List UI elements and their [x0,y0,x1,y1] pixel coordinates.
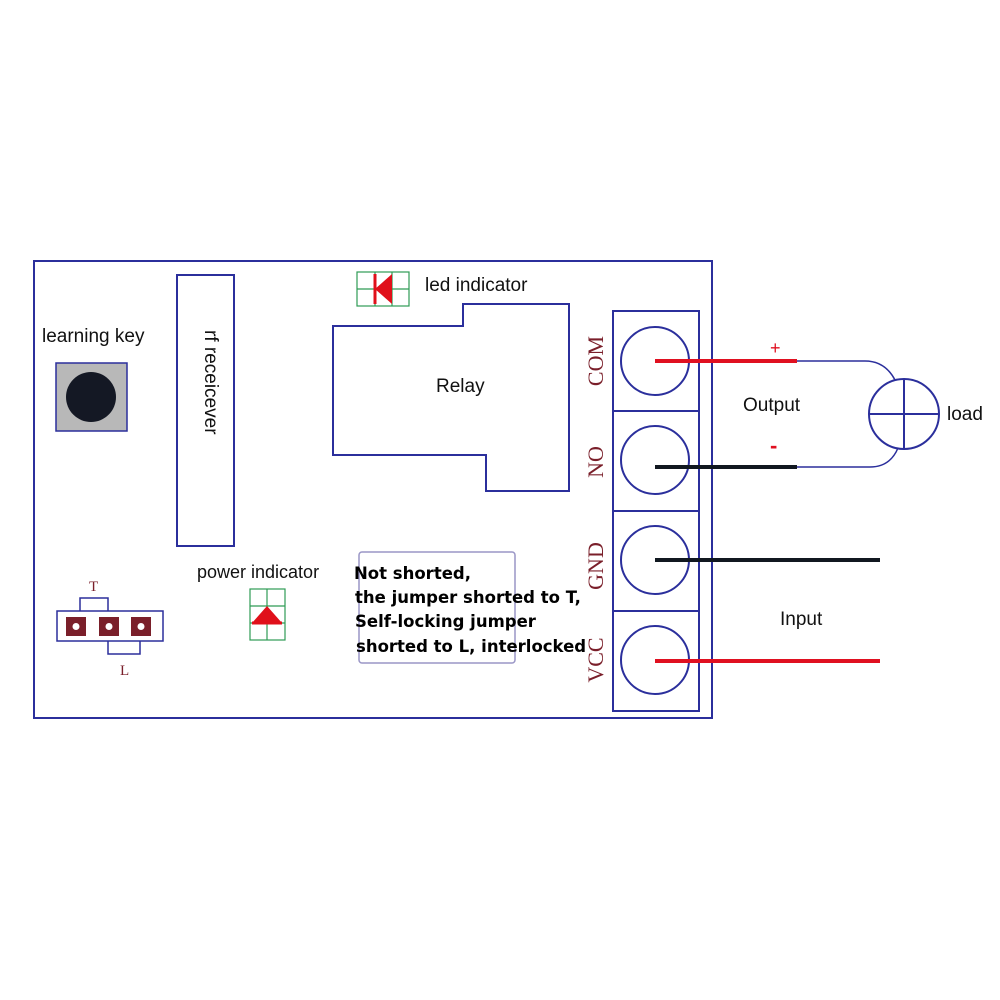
rf-receiver-label: rf receicever [200,330,221,435]
terminal-label-vcc: VCC [583,637,608,682]
terminal-label-no: NO [583,446,608,478]
power-indicator-label: power indicator [197,562,319,582]
jumper-t-label: T [89,579,98,595]
led-indicator-icon [356,271,410,307]
load-connection-positive [797,360,896,381]
output-label: Output [743,395,801,416]
relay-outline [332,303,570,492]
jumper-note-box [358,551,516,664]
output-minus-label: - [770,433,777,458]
load-lamp-icon [868,378,940,450]
board-outline [33,260,713,719]
load-connection-negative [797,447,899,468]
jumper-note-line-4: shorted to L, interlocked [356,637,586,656]
jumper-note-line-1: Not shorted, [354,564,471,583]
power-indicator-icon [249,588,286,641]
relay-label: Relay [436,376,485,397]
jumper-note-line-3: Self-locking jumper [355,612,537,631]
jumper-l-label: L [120,663,129,679]
input-label: Input [780,609,823,630]
output-plus-label: + [770,338,781,358]
terminal-label-gnd: GND [583,542,608,590]
terminal-label-com: COM [583,336,608,386]
learning-key-button[interactable] [55,362,128,432]
led-indicator-label: led indicator [425,275,528,296]
jumper-header[interactable] [56,597,164,655]
learning-key-label: learning key [42,326,145,347]
rf-receiver-module [176,274,235,547]
load-label: load [947,404,983,425]
terminal-screw-no[interactable] [620,425,690,495]
jumper-note-line-2: the jumper shorted to T, [355,588,581,607]
